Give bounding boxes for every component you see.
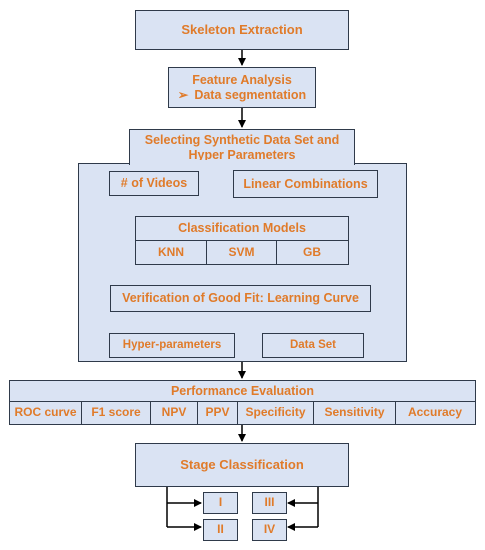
- verification-box: Verification of Good Fit: Learning Curve: [110, 285, 371, 312]
- selecting-title-tab: Selecting Synthetic Data Set and Hyper P…: [129, 129, 355, 165]
- metric-npv: NPV: [150, 402, 197, 424]
- stage-classification-box: Stage Classification: [135, 443, 349, 487]
- model-gb: GB: [276, 241, 347, 264]
- classification-models-row: KNN SVM GB: [135, 240, 349, 265]
- classification-models-title: Classification Models: [178, 221, 306, 236]
- data-set-label: Data Set: [289, 338, 337, 351]
- feature-analysis-box: Feature Analysis ➢Data segmentation: [168, 67, 316, 108]
- stage-II-label: II: [217, 522, 224, 537]
- stage-II-box: II: [203, 519, 238, 541]
- model-svm: SVM: [206, 241, 276, 264]
- stage-III-box: III: [252, 492, 287, 514]
- metric-roc-curve: ROC curve: [14, 405, 77, 420]
- selecting-title-line2: Hyper Parameters: [188, 147, 296, 162]
- metric-ppv: PPV: [197, 402, 237, 424]
- performance-evaluation-title: Performance Evaluation: [170, 383, 315, 398]
- metrics-row: ROC curve F1 score NPV PPV Specificity S…: [9, 401, 476, 425]
- selecting-title-line1: Selecting Synthetic Data Set and: [144, 133, 340, 148]
- hyper-parameters-label: Hyper-parameters: [122, 338, 222, 351]
- stage-I-box: I: [203, 492, 238, 514]
- stage-III-label: III: [264, 495, 275, 510]
- metric-f1-score: F1 score: [81, 402, 150, 424]
- hyper-parameters-box: Hyper-parameters: [109, 333, 235, 358]
- stage-I-label: I: [218, 495, 223, 510]
- selecting-tab-join: [130, 160, 354, 166]
- model-knn: KNN: [158, 244, 184, 259]
- num-videos-label: # of Videos: [120, 176, 188, 191]
- verification-label: Verification of Good Fit: Learning Curve: [122, 291, 359, 306]
- stage-classification-title: Stage Classification: [180, 456, 304, 472]
- data-set-box: Data Set: [262, 333, 364, 358]
- classification-models-box: Classification Models: [135, 216, 349, 241]
- feature-analysis-item: ➢Data segmentation: [177, 87, 307, 102]
- skeleton-extraction-box: Skeleton Extraction: [135, 10, 349, 50]
- skeleton-extraction-label: Skeleton Extraction: [181, 21, 303, 37]
- linear-combinations-box: Linear Combinations: [233, 170, 378, 198]
- feature-analysis-title: Feature Analysis: [192, 73, 292, 88]
- num-videos-box: # of Videos: [109, 171, 199, 196]
- metric-accuracy: Accuracy: [395, 402, 474, 424]
- stage-IV-label: IV: [263, 522, 276, 537]
- bullet-arrow-icon: ➢: [177, 87, 189, 102]
- metric-specificity: Specificity: [237, 402, 313, 424]
- linear-combinations-label: Linear Combinations: [243, 176, 368, 191]
- stage-IV-box: IV: [252, 519, 287, 541]
- metric-sensitivity: Sensitivity: [313, 402, 395, 424]
- performance-evaluation-box: Performance Evaluation: [9, 380, 476, 402]
